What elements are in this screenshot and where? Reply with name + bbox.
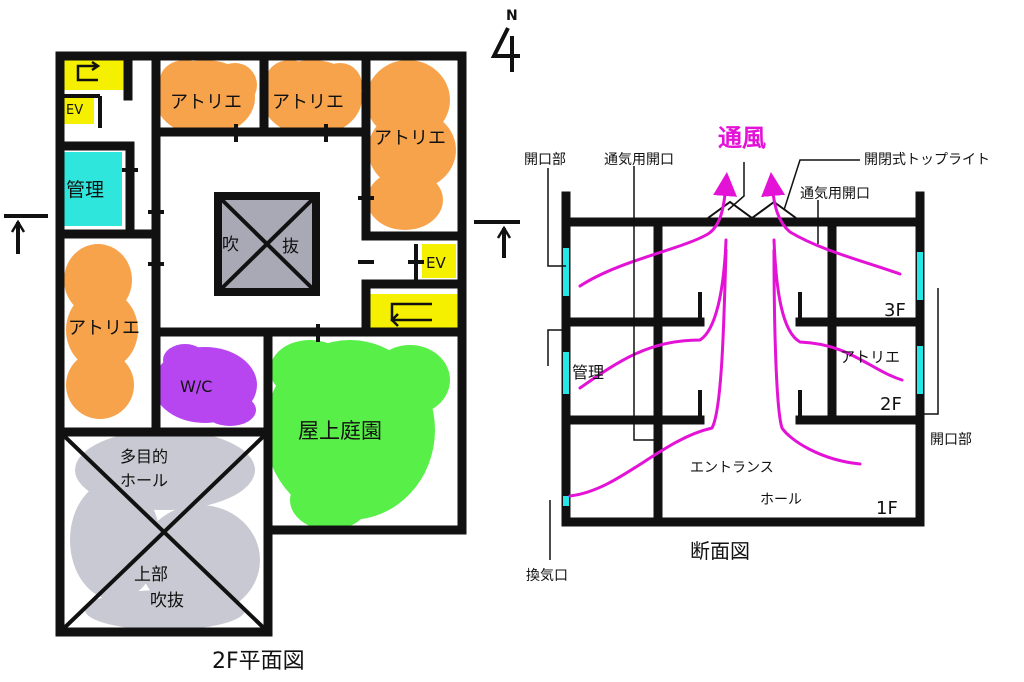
stair-fill-east: [370, 294, 460, 328]
section-drawing: [547, 159, 939, 560]
label-entrance-1: エントランス: [690, 460, 774, 476]
room-roof-garden: 屋上庭園: [298, 419, 382, 443]
upper-void-symbol: [58, 430, 270, 634]
label-opening-left: 開口部: [524, 152, 566, 168]
room-multipurpose-2: ホール: [120, 471, 168, 490]
floor-plan-title: 2F平面図: [212, 649, 305, 674]
label-opening-right: 開口部: [930, 432, 972, 448]
void-symbol: [214, 192, 320, 296]
label-vent-inlet: 換気口: [526, 568, 568, 584]
room-atelier-3: アトリエ: [374, 128, 446, 149]
atelier-fill-right: [366, 60, 456, 230]
ev-fill-east: [422, 244, 456, 278]
room-wc: W/C: [180, 377, 212, 396]
room-management: 管理: [66, 179, 104, 201]
label-atelier: アトリエ: [840, 348, 900, 366]
leader-lines: [547, 159, 939, 560]
stair-icon-east: [390, 302, 432, 327]
label-vent-opening-left: 通気用開口: [604, 152, 674, 168]
atelier-fill-top: [155, 60, 362, 136]
door-ticks: [122, 124, 424, 342]
roof-garden-fill: [265, 340, 450, 530]
room-ev-nw: EV: [66, 103, 83, 118]
room-atelier-4: アトリエ: [68, 318, 140, 339]
section-marker-left: [4, 214, 48, 254]
north-label: N: [506, 8, 518, 24]
room-void-2: 抜: [282, 237, 299, 257]
stair-icon-nw: [76, 60, 101, 82]
room-ev-east: EV: [426, 254, 446, 272]
label-1f: 1F: [876, 498, 898, 519]
ventilation-title: 通風: [718, 124, 766, 152]
label-management: 管理: [572, 363, 604, 382]
room-fills: [64, 60, 460, 630]
room-atelier-2: アトリエ: [272, 92, 344, 113]
ev-fill-nw: [64, 96, 94, 124]
plan-walls: [55, 51, 467, 637]
section-title: 断面図: [690, 539, 750, 563]
airflow-lines: [568, 172, 904, 498]
room-upper-void-2: 吹抜: [150, 591, 184, 611]
management-fill: [64, 152, 122, 226]
label-3f: 3F: [884, 300, 906, 321]
openings: [563, 248, 923, 506]
atelier-fill-left: [64, 244, 138, 419]
label-toplight: 開閉式トップライト: [864, 152, 990, 168]
label-2f: 2F: [880, 394, 902, 415]
room-multipurpose-1: 多目的: [120, 447, 168, 466]
section-marker-right: [474, 220, 520, 258]
room-atelier-1: アトリエ: [170, 92, 242, 113]
room-upper-void-1: 上部: [134, 565, 168, 585]
floor-plan: [4, 51, 520, 637]
room-void-1: 吹: [222, 235, 239, 255]
north-arrow: [490, 27, 520, 72]
label-vent-opening-right: 通気用開口: [800, 186, 870, 202]
label-entrance-2: ホール: [760, 492, 802, 508]
wc-fill: [153, 344, 257, 426]
